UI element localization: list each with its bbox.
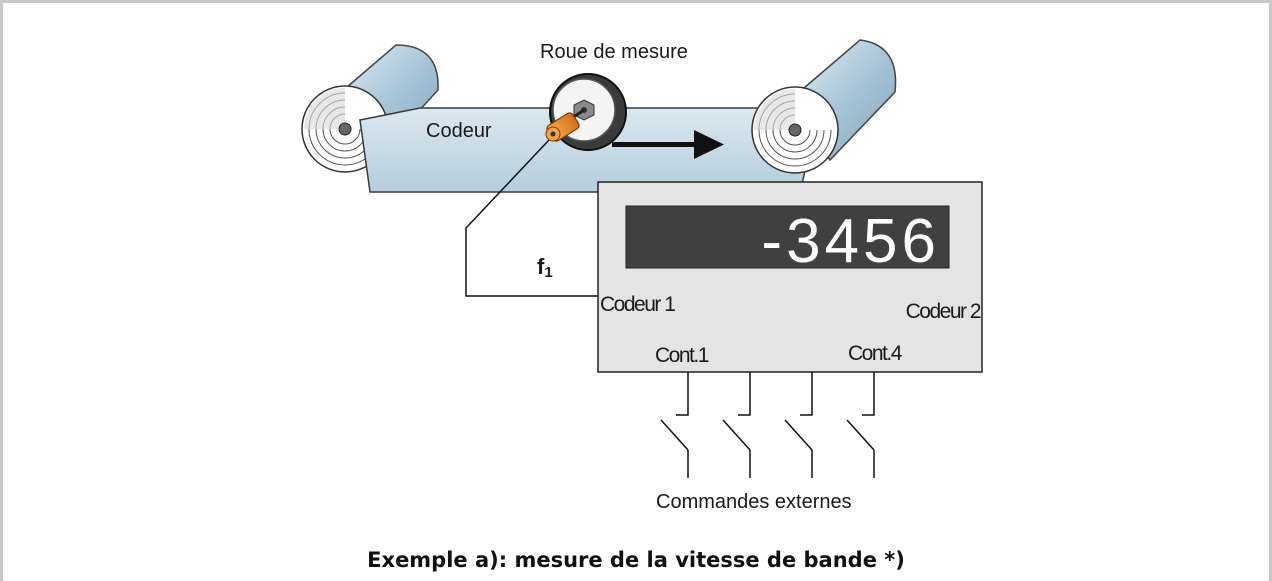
measuring-wheel-label: Roue de mesure: [540, 41, 688, 63]
input-encoder2-label: Codeur 2: [906, 300, 981, 323]
contact4-label: Cont.4: [848, 342, 903, 365]
display-screen: [625, 205, 950, 269]
signal-label: f1: [537, 254, 553, 281]
contact-switch-4: [846, 372, 875, 478]
figure-caption: Exemple a): mesure de la vitesse de band…: [367, 548, 905, 572]
contact-switch-3: [784, 372, 813, 478]
external-commands-label: Commandes externes: [656, 491, 852, 513]
contact1-label: Cont.1: [655, 344, 709, 367]
belt-direction-arrow: [612, 130, 724, 159]
contact-switch-1: [660, 372, 689, 478]
switch-contacts: [660, 372, 875, 478]
input-encoder1-label: Codeur 1: [600, 293, 675, 316]
right-roller: [751, 39, 897, 174]
contact-switch-2: [722, 372, 751, 478]
right-roller-end: [751, 86, 839, 174]
encoder: [545, 108, 585, 142]
encoder-label: Codeur: [426, 120, 492, 142]
display-value: -3456: [761, 207, 940, 276]
encoder-cable: [465, 139, 598, 297]
